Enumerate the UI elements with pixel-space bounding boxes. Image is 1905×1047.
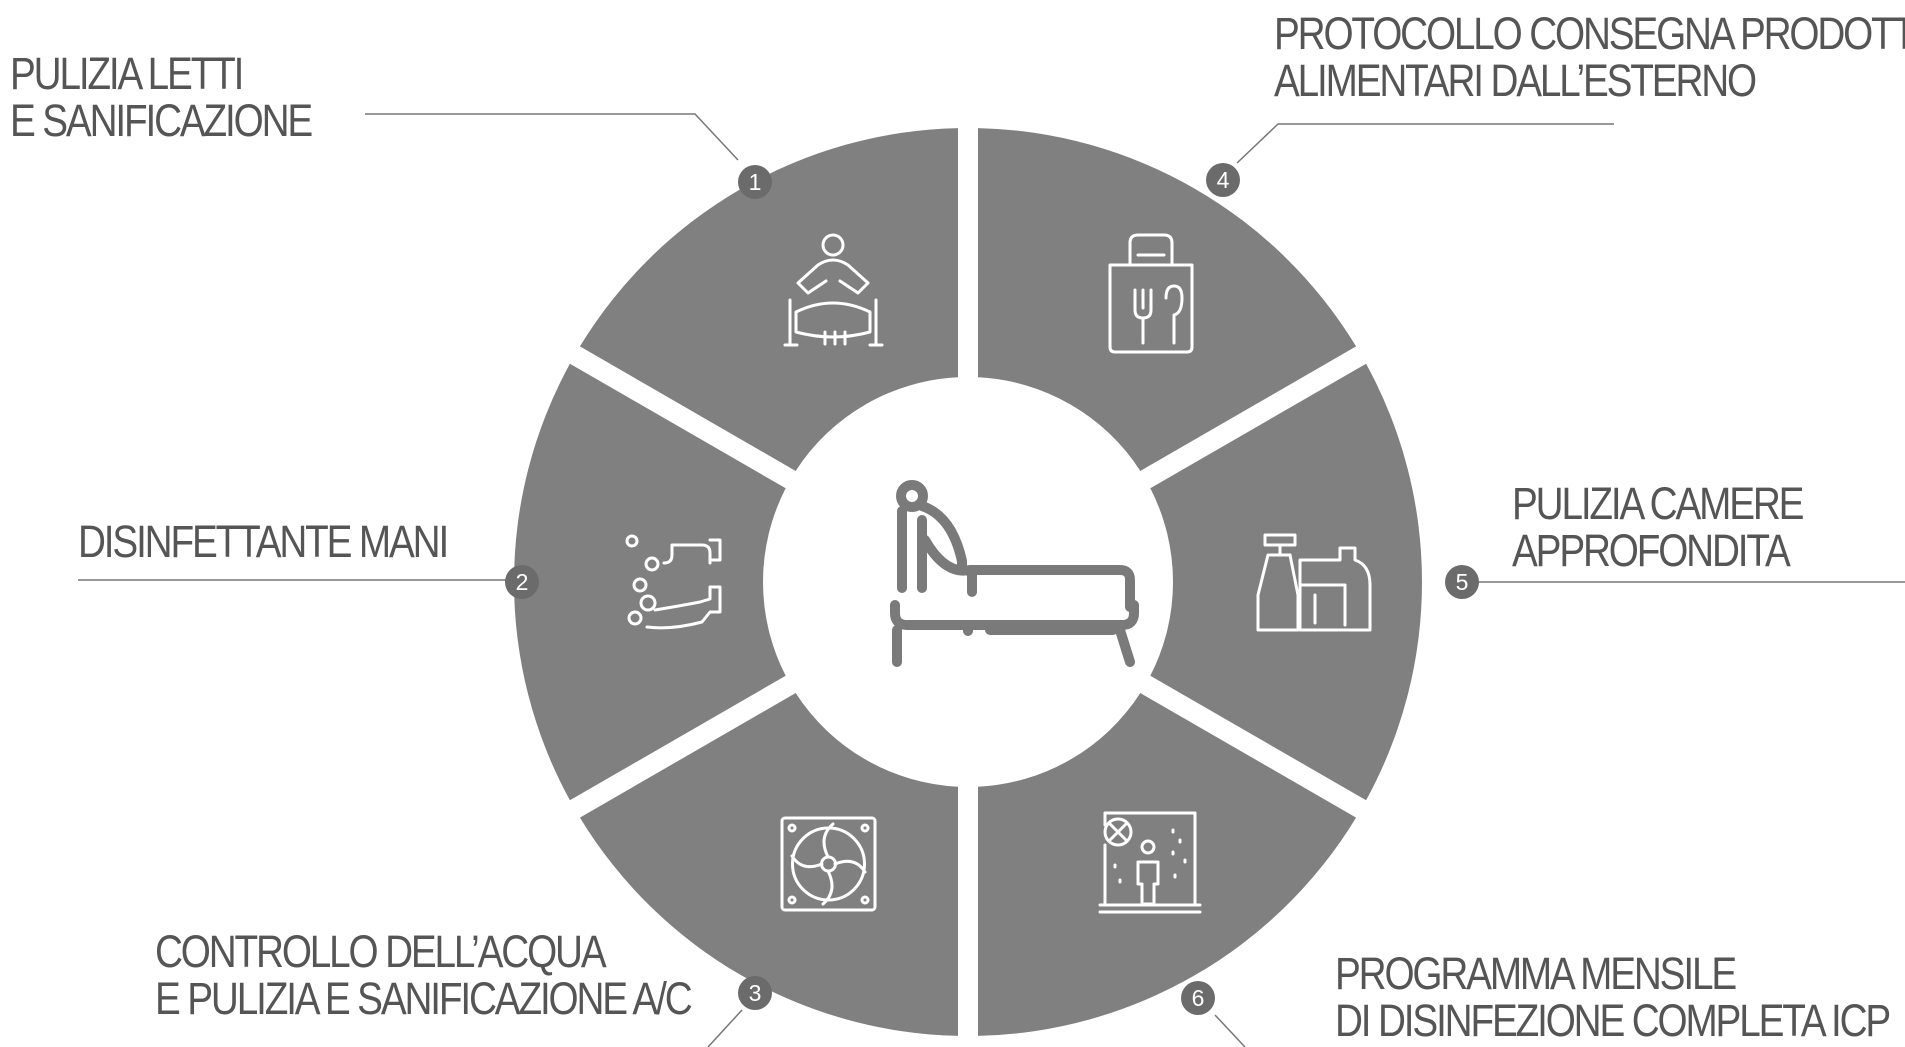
badge-circle (738, 165, 772, 199)
leader-line-4 (1236, 123, 1614, 164)
badge-circle (1445, 565, 1479, 599)
label-line-1: PROGRAMMA MENSILE (1335, 948, 1737, 999)
number-badges: 1 2 3 4 5 6 (505, 163, 1479, 1015)
label-line-1: PROTOCOLLO CONSEGNA PRODOTTI (1274, 8, 1905, 59)
segment-5 (1150, 363, 1422, 801)
label-line-2: APPROFONDITA (1512, 525, 1791, 576)
badge-circle (1206, 163, 1240, 197)
label-line-1: CONTROLLO DELL’ACQUA (155, 926, 607, 977)
leader-line-6 (1214, 1014, 1246, 1047)
leader-line-1 (365, 113, 739, 161)
badge-number: 5 (1456, 569, 1469, 595)
ring-segments (513, 128, 1422, 1036)
badge-circle (738, 976, 772, 1010)
food-bag-icon (1108, 233, 1194, 354)
air-conditioner-fan-icon (780, 816, 877, 912)
badge-circle (1181, 981, 1215, 1015)
badge-2: 2 (505, 565, 539, 599)
label-2: DISINFETTANTE MANI (78, 516, 449, 567)
cleaning-products-icon (1256, 533, 1372, 632)
patient-bed-icon (783, 233, 884, 347)
leader-lines (78, 113, 1905, 1047)
badge-circle (505, 565, 539, 599)
hospital-bed-icon (890, 480, 1139, 667)
segment-2 (513, 363, 786, 801)
label-line-1: PULIZIA CAMERE (1512, 478, 1804, 529)
badge-number: 1 (749, 169, 762, 195)
label-line-2: E SANIFICAZIONE (10, 95, 313, 146)
badge-number: 2 (516, 569, 529, 595)
label-line-1: PULIZIA LETTI (10, 48, 244, 99)
segment-4 (977, 128, 1357, 471)
label-line-1: DISINFETTANTE MANI (78, 516, 449, 567)
label-line-2: DI DISINFEZIONE COMPLETA ICP (1335, 995, 1891, 1046)
badge-4: 4 (1206, 163, 1240, 197)
disinfection-room-icon (1098, 811, 1202, 914)
badge-1: 1 (738, 165, 772, 199)
label-line-2: E PULIZIA E SANIFICAZIONE A/C (155, 973, 693, 1024)
badge-number: 3 (749, 980, 762, 1006)
segment-3 (579, 693, 959, 1036)
badge-number: 6 (1192, 985, 1205, 1011)
badge-3: 3 (738, 976, 772, 1010)
segment-6 (977, 693, 1357, 1036)
badge-number: 4 (1217, 167, 1230, 193)
hand-washing-icon (625, 534, 722, 630)
segment-1 (579, 128, 959, 471)
badge-6: 6 (1181, 981, 1215, 1015)
label-line-2: ALIMENTARI DALL’ESTERNO (1274, 55, 1757, 106)
badge-5: 5 (1445, 565, 1479, 599)
leader-line-3 (707, 1009, 743, 1047)
